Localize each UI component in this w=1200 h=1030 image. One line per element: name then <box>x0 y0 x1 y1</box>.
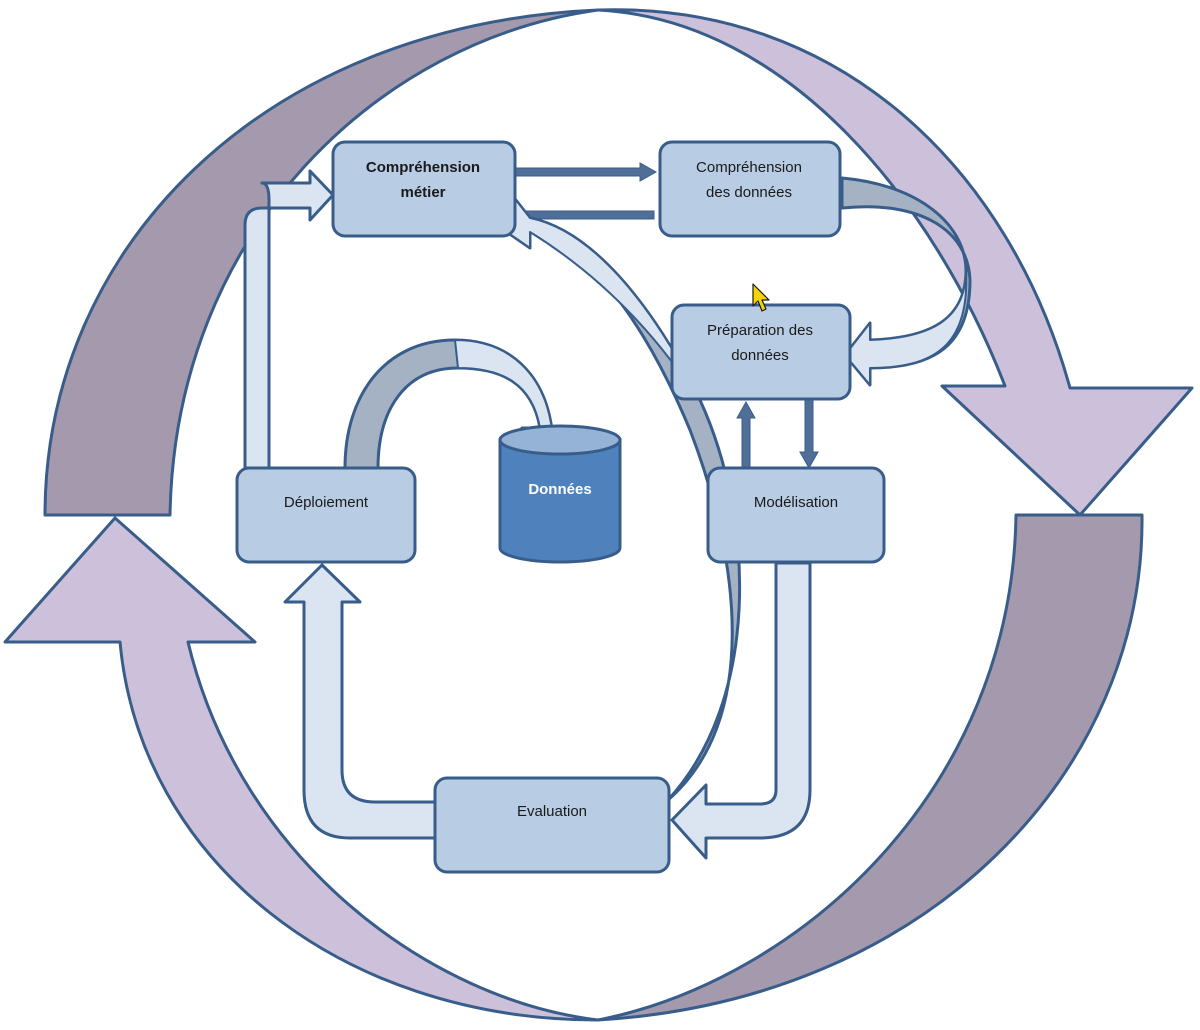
arrow-modeling-to-preparation <box>736 400 756 469</box>
arrow-preparation-to-modeling <box>799 399 819 470</box>
arrow-modeling-to-evaluation <box>670 561 812 860</box>
database-icon[interactable]: Données <box>498 424 622 564</box>
outer-arrow-top-right <box>596 8 1194 517</box>
node-business-understanding[interactable]: Compréhension métier <box>331 140 517 238</box>
node-data-understanding-line2: des données <box>706 184 792 201</box>
arrow-data-understanding-to-preparation-face <box>844 269 968 386</box>
node-evaluation[interactable]: Evaluation <box>433 776 671 874</box>
outer-cycle <box>3 8 1194 1022</box>
data-store-label: Données <box>528 481 591 498</box>
node-business-understanding-line1: Compréhension <box>366 159 480 176</box>
arrow-business-to-data-understanding <box>515 162 658 182</box>
node-data-preparation-line1: Préparation des <box>707 322 813 339</box>
arrow-deployment-to-business <box>243 169 335 470</box>
outer-arrow-bottom-right <box>596 513 1144 1022</box>
node-data-preparation-line2: données <box>731 347 789 364</box>
node-modeling-label: Modélisation <box>754 494 838 511</box>
arrow-data-understanding-to-business <box>515 210 655 220</box>
node-data-understanding[interactable]: Compréhension des données <box>658 140 842 238</box>
node-deployment[interactable]: Déploiement <box>235 466 417 564</box>
mouse-cursor-icon <box>752 283 770 312</box>
node-evaluation-label: Evaluation <box>517 803 587 820</box>
node-business-understanding-line2: métier <box>400 184 445 201</box>
outer-arrow-top-left <box>43 8 600 517</box>
node-modeling[interactable]: Modélisation <box>706 466 886 564</box>
node-data-preparation[interactable]: Préparation des données <box>670 303 852 401</box>
outer-arrow-bottom-left <box>3 516 600 1022</box>
node-deployment-label: Déploiement <box>284 494 369 511</box>
arrow-evaluation-to-deployment <box>283 563 438 840</box>
node-data-understanding-line1: Compréhension <box>696 159 802 176</box>
